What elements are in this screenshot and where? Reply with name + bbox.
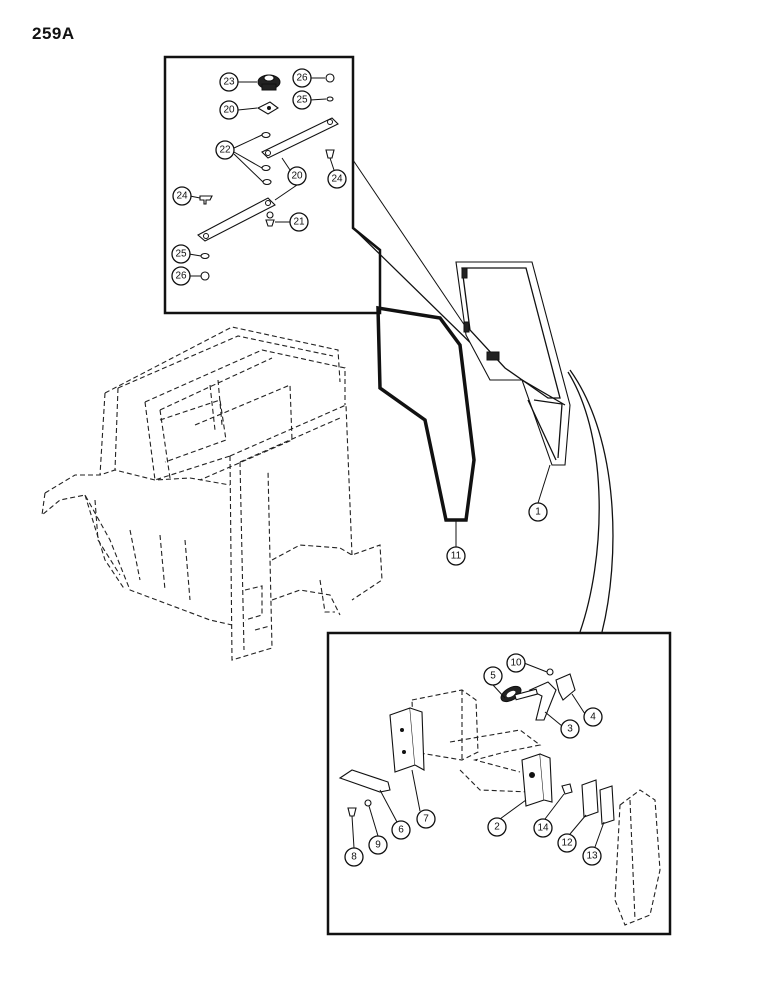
callout-20: 20	[219, 100, 239, 120]
callout-22: 22	[215, 140, 235, 160]
callout-2: 2	[487, 817, 507, 837]
inset-leader	[352, 227, 489, 361]
callout-label: 9	[375, 840, 381, 851]
callout-label: 26	[175, 271, 187, 282]
callout-13: 13	[582, 846, 602, 866]
callout-label: 14	[537, 823, 549, 834]
callout-24: 24	[172, 186, 192, 206]
callout-label: 12	[561, 838, 573, 849]
callout-4: 4	[583, 707, 603, 727]
callout-label: 1	[535, 507, 541, 518]
cab-door	[455, 261, 571, 466]
door-glass	[376, 305, 476, 522]
callout-label: 6	[398, 825, 404, 836]
inset-leader	[567, 371, 600, 633]
callout-label: 20	[291, 171, 303, 182]
callout-14: 14	[533, 818, 553, 838]
callout-label: 24	[331, 174, 343, 185]
latch-detail-inset	[326, 631, 672, 936]
upper-detail-inset	[163, 55, 382, 315]
callout-label: 25	[296, 95, 308, 106]
callout-label: 20	[223, 105, 235, 116]
callout-label: 22	[219, 145, 231, 156]
tractor-cab-outline	[41, 326, 383, 661]
callout-label: 25	[175, 249, 187, 260]
callout-20: 20	[287, 166, 307, 186]
callout-24: 24	[327, 169, 347, 189]
latch-parts	[338, 668, 661, 926]
callout-5: 5	[483, 666, 503, 686]
callout-26: 26	[171, 266, 191, 286]
leader-lines	[188, 77, 605, 849]
callout-label: 23	[223, 77, 235, 88]
callout-label: 2	[494, 822, 500, 833]
callout-label: 21	[293, 217, 305, 228]
callout-1: 1	[528, 502, 548, 522]
callout-12: 12	[557, 833, 577, 853]
callout-label: 3	[567, 724, 573, 735]
callout-label: 10	[510, 658, 522, 669]
callout-6: 6	[391, 820, 411, 840]
callout-8: 8	[344, 847, 364, 867]
callout-23: 23	[219, 72, 239, 92]
hinge-parts	[197, 73, 339, 281]
callout-21: 21	[289, 212, 309, 232]
callout-25: 25	[292, 90, 312, 110]
inset-leader	[569, 369, 614, 633]
callout-25: 25	[171, 244, 191, 264]
callout-3: 3	[560, 719, 580, 739]
callout-label: 7	[423, 814, 429, 825]
callout-26: 26	[292, 68, 312, 88]
callout-7: 7	[416, 809, 436, 829]
callout-label: 11	[451, 551, 462, 562]
callout-11: 11	[446, 546, 466, 566]
page-number: 259A	[32, 24, 75, 43]
callout-label: 26	[296, 73, 308, 84]
callout-10: 10	[506, 653, 526, 673]
callout-label: 4	[590, 712, 596, 723]
callout-label: 5	[490, 671, 496, 682]
callout-label: 24	[176, 191, 188, 202]
callout-label: 8	[351, 852, 357, 863]
callout-label: 13	[586, 851, 598, 862]
callout-9: 9	[368, 835, 388, 855]
